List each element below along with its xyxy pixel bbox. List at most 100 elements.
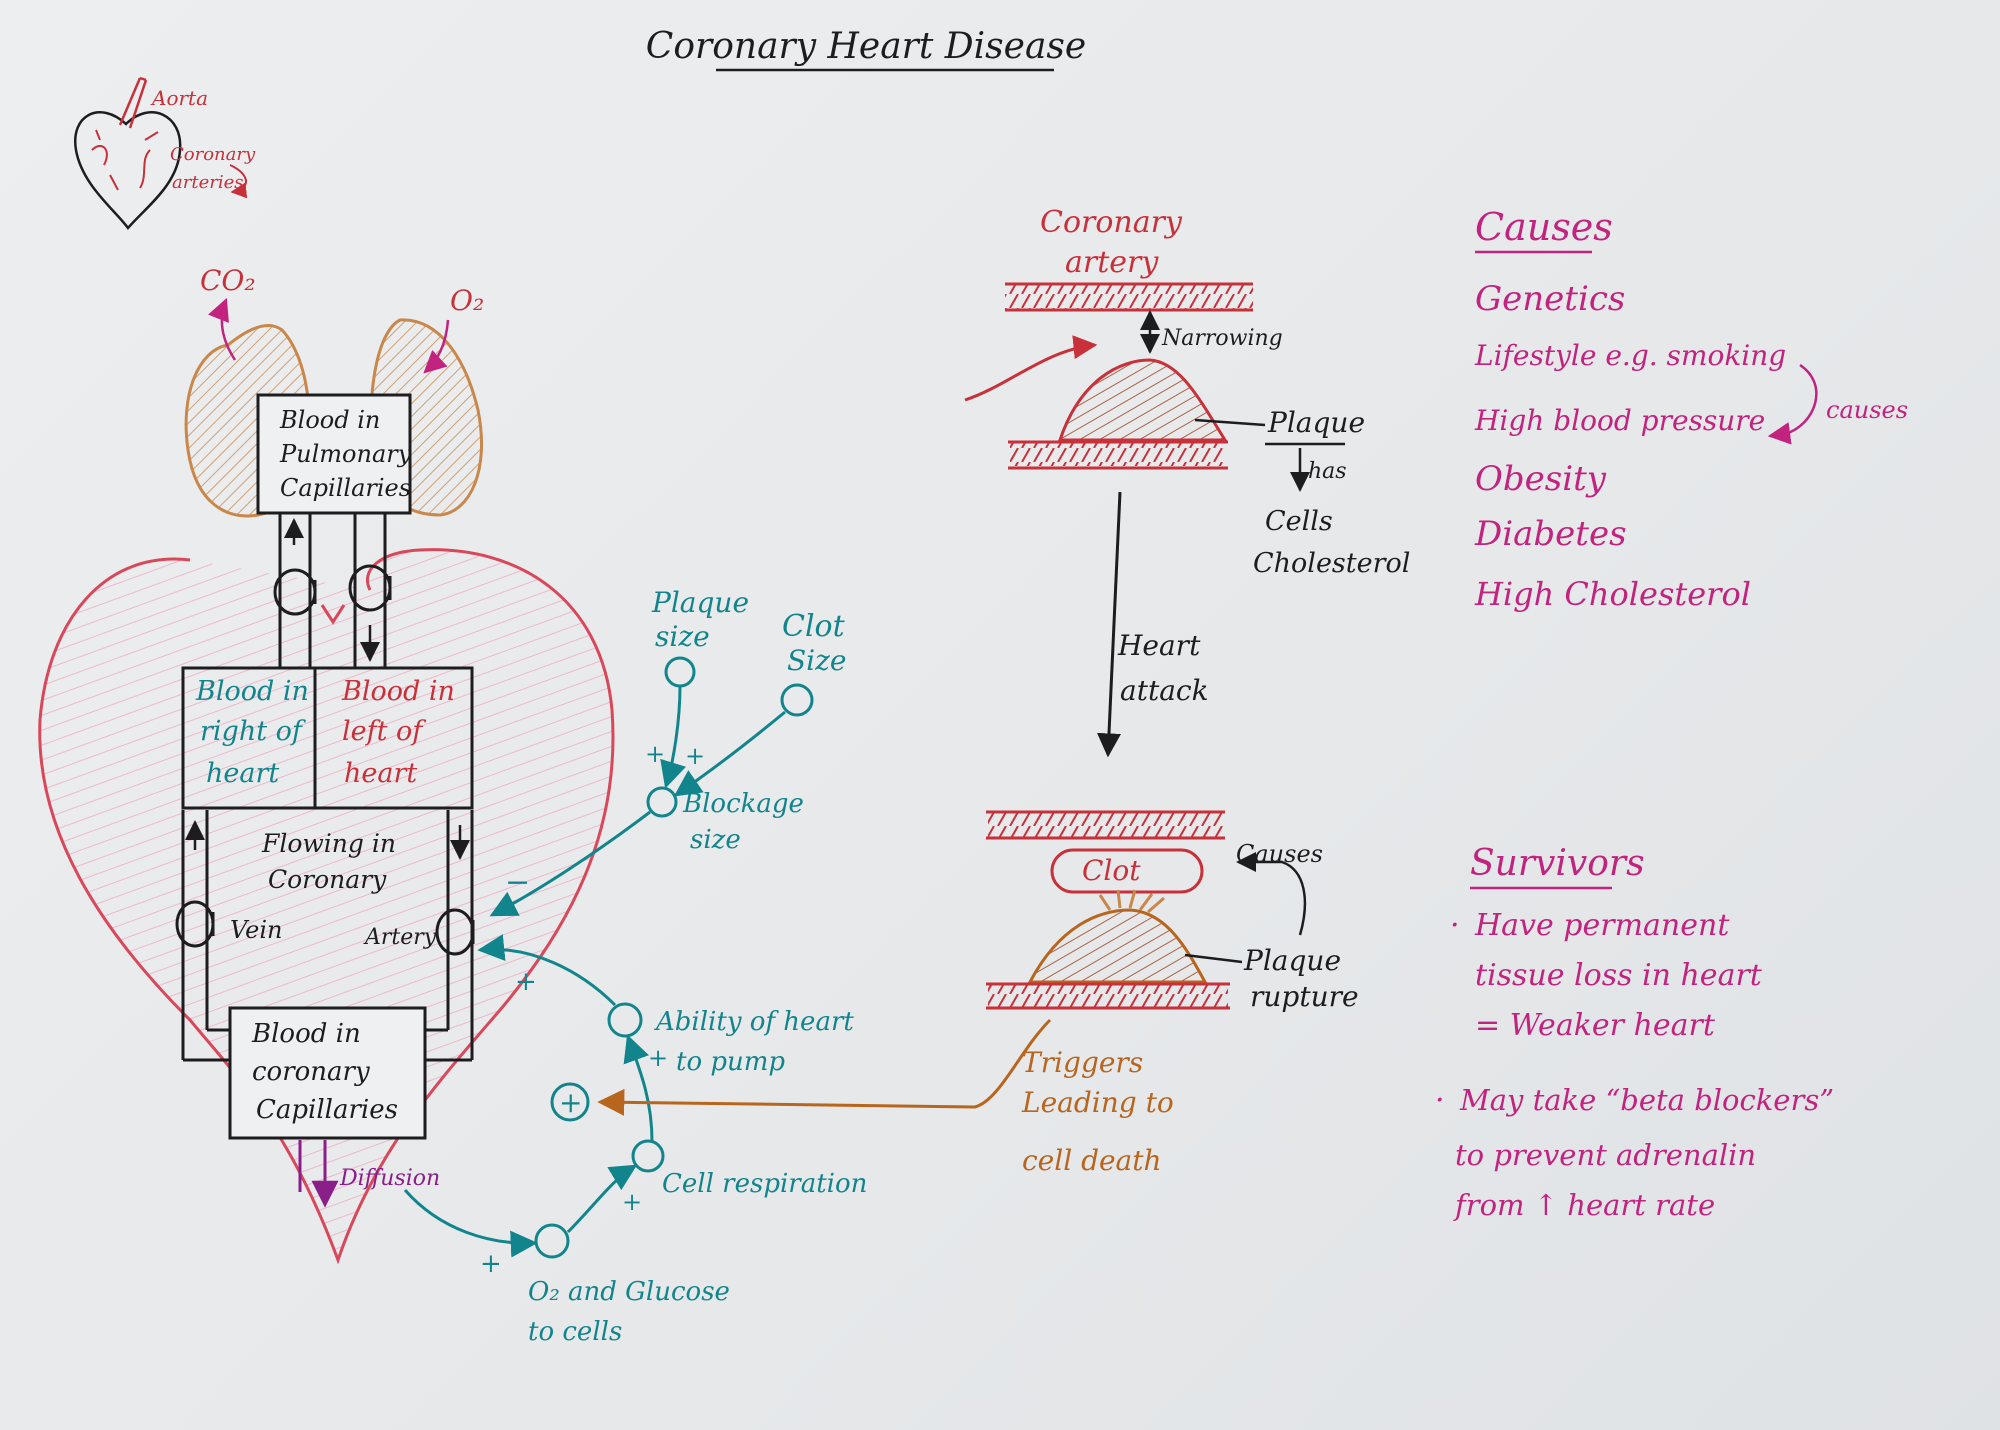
- causes-arrow: [1236, 852, 1307, 936]
- causes-label: Causes: [1236, 840, 1323, 868]
- title-group: Coronary Heart Disease: [646, 26, 1086, 72]
- o2-arrow: [423, 319, 450, 374]
- plaque-rupture-label-1: Plaque: [1243, 944, 1341, 977]
- svg-text:Blood in: Blood in: [341, 676, 455, 707]
- co2-label: CO₂: [200, 264, 256, 297]
- valve-pulmonary-right[interactable]: [348, 564, 392, 612]
- svg-text:Heart: Heart: [1117, 629, 1201, 662]
- svg-text:Plaque: Plaque: [651, 586, 749, 619]
- valve-pulmonary-left[interactable]: [273, 568, 317, 616]
- blockage-size-node[interactable]: [646, 786, 678, 818]
- arteries-label: arteries: [172, 172, 243, 193]
- svg-text:Capillaries: Capillaries: [256, 1095, 398, 1125]
- flow-direction-arrows: [185, 518, 470, 860]
- causes-heading: Causes: [1475, 205, 1613, 249]
- cause-item: Diabetes: [1474, 514, 1627, 554]
- aorta-label: Aorta: [150, 86, 208, 110]
- svg-text:size: size: [655, 620, 710, 653]
- red-check-mark: [320, 604, 346, 625]
- svg-text:Flowing in: Flowing in: [261, 829, 396, 858]
- clot-shape: [1050, 848, 1204, 894]
- polarity-plus: +: [480, 1249, 502, 1279]
- plaque-label: Plaque: [1267, 406, 1365, 439]
- polarity-plus: +: [622, 1188, 642, 1216]
- causes-side-note: causes: [1826, 396, 1908, 424]
- polarity-plus: +: [645, 740, 665, 768]
- svg-text:size: size: [690, 825, 741, 855]
- svg-text:Clot: Clot: [782, 609, 846, 644]
- svg-text:Blockage: Blockage: [682, 789, 804, 819]
- blood-flow-arrow: [964, 335, 1098, 402]
- svg-text:left of: left of: [342, 716, 426, 747]
- artery-wall-bottom: [1010, 442, 1225, 466]
- svg-text:Triggers: Triggers: [1022, 1046, 1143, 1079]
- heart-attack-transition: Heart attack: [1096, 491, 1209, 758]
- stock-coronary-capillaries[interactable]: Blood in coronary Capillaries: [228, 1006, 427, 1140]
- stock-pulmonary-capillaries[interactable]: Blood in Pulmonary Capillaries: [256, 393, 412, 515]
- flowing-in-coronary-label: Flowing in Coronary: [261, 829, 396, 894]
- blockage-to-artery-arrow: [489, 810, 651, 917]
- small-heart-sketch: Aorta Coronary arteries: [73, 76, 256, 231]
- stock-right-heart[interactable]: Blood in right of heart: [181, 666, 317, 810]
- svg-text:to cells: to cells: [528, 1317, 622, 1347]
- o2-glucose-node[interactable]: [534, 1223, 570, 1259]
- ability-node[interactable]: [607, 1002, 643, 1038]
- plaque-rupture-label-2: rupture: [1250, 980, 1359, 1013]
- svg-text:Blood in: Blood in: [279, 406, 380, 434]
- svg-text:Coronary: Coronary: [268, 865, 387, 894]
- coronary-arteries-icon: [91, 129, 159, 191]
- artery-wall-bottom: [988, 984, 1228, 1008]
- svg-text:Cell respiration: Cell respiration: [662, 1169, 867, 1199]
- clot-size-node[interactable]: [780, 683, 814, 717]
- diffusion-label: Diffusion: [339, 1166, 440, 1191]
- co2-arrow: [208, 297, 237, 361]
- svg-text:Coronary: Coronary: [1040, 205, 1183, 240]
- svg-text:Leading to: Leading to: [1021, 1086, 1174, 1119]
- svg-text:from ↑ heart rate: from ↑ heart rate: [1453, 1188, 1715, 1222]
- svg-text:tissue loss in heart: tissue loss in heart: [1475, 958, 1763, 993]
- valve-vein[interactable]: [175, 900, 215, 948]
- triggers-link-arrow: [597, 1018, 1052, 1116]
- svg-text:Blood in: Blood in: [251, 1019, 361, 1049]
- narrowing-label: Narrowing: [1161, 326, 1283, 351]
- survivor-item-bullet: ·: [1450, 908, 1460, 943]
- diffusion-to-glucose-arrow: [403, 1189, 538, 1258]
- reinforcing-loop-node[interactable]: [550, 1082, 590, 1122]
- svg-text:Ability of heart: Ability of heart: [654, 1007, 854, 1037]
- vein-label: Vein: [230, 916, 282, 944]
- causes-section: Causes Genetics Lifestyle e.g. smoking H…: [1474, 205, 1908, 613]
- polarity-plus: +: [515, 967, 537, 997]
- ruptured-plaque-shape: [1027, 908, 1208, 984]
- survivors-section: Survivors · Have permanent tissue loss i…: [1435, 843, 1834, 1222]
- plaque-shape: [1057, 358, 1228, 442]
- rupture-icon: [1098, 889, 1165, 914]
- cause-item: High blood pressure: [1474, 404, 1765, 437]
- causal-loop-labels: Plaque size Clot Size Blockage size Abil…: [480, 586, 867, 1347]
- cause-item: Lifestyle e.g. smoking: [1474, 339, 1786, 372]
- svg-text:coronary: coronary: [252, 1057, 370, 1087]
- page-title: Coronary Heart Disease: [646, 26, 1086, 67]
- glucose-to-respiration-arrow: [566, 1164, 638, 1234]
- svg-text:right of: right of: [200, 716, 306, 747]
- aorta-icon: [118, 76, 148, 129]
- svg-text:artery: artery: [1065, 245, 1159, 280]
- respiration-to-ability-arrow: [623, 1034, 654, 1142]
- small-heart-outline-icon: [73, 111, 182, 231]
- svg-text:cell death: cell death: [1022, 1144, 1162, 1177]
- cell-respiration-node[interactable]: [631, 1139, 665, 1173]
- stock-left-heart[interactable]: Blood in left of heart: [313, 666, 474, 810]
- svg-text:= Weaker heart: = Weaker heart: [1475, 1008, 1716, 1043]
- svg-text:Pulmonary: Pulmonary: [279, 440, 412, 468]
- svg-text:to prevent adrenalin: to prevent adrenalin: [1455, 1138, 1756, 1172]
- plaque-size-node[interactable]: [664, 656, 696, 688]
- valve-artery[interactable]: [435, 908, 475, 956]
- artery-diagram-bottom: Clot Causes Plaque rupture Triggers Lead…: [986, 810, 1359, 1177]
- artery-label: Artery: [363, 925, 437, 950]
- cholesterol-label: Cholesterol: [1253, 548, 1410, 579]
- coronary-label: Coronary: [170, 144, 256, 165]
- cause-item: High Cholesterol: [1474, 575, 1751, 613]
- cells-label: Cells: [1265, 506, 1333, 537]
- cause-item: Obesity: [1475, 459, 1607, 499]
- survivors-heading: Survivors: [1470, 843, 1645, 884]
